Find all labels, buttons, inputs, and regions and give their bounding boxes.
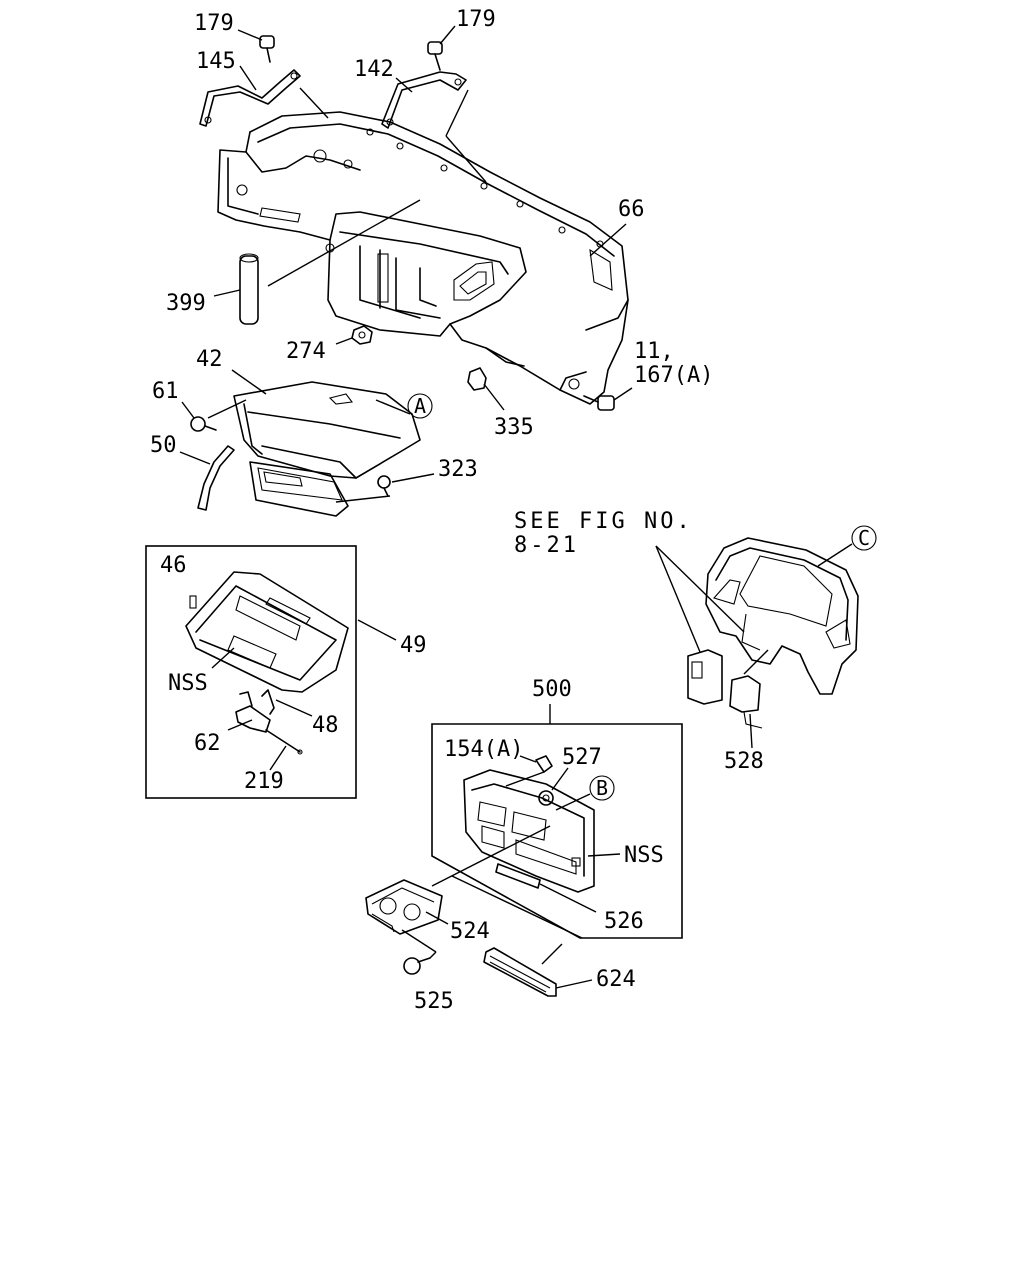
strip-624 xyxy=(483,943,593,997)
hinge-62 xyxy=(227,691,271,733)
callout-526: 526 xyxy=(604,909,644,934)
ref-marker-a: A xyxy=(407,393,433,419)
callout-61: 61 xyxy=(152,379,179,404)
callout-nss-panel: NSS xyxy=(624,843,664,868)
callout-62: 62 xyxy=(194,731,221,756)
callout-145: 145 xyxy=(196,49,236,74)
screw-61 xyxy=(181,399,247,432)
callout-335: 335 xyxy=(494,415,534,440)
glove-box-42 xyxy=(231,369,421,517)
ref-marker-b-label: B xyxy=(596,776,608,800)
callout-527: 527 xyxy=(562,745,602,770)
clip-335 xyxy=(467,367,505,411)
callout-46: 46 xyxy=(160,553,187,578)
ref-marker-b: B xyxy=(589,775,615,801)
callout-274: 274 xyxy=(286,339,326,364)
seal-strip-50 xyxy=(179,445,235,511)
panel-nss xyxy=(463,769,621,893)
nut-527 xyxy=(538,767,569,806)
switch-module xyxy=(655,545,745,705)
callout-11: 11, xyxy=(634,339,674,364)
bracket-142 xyxy=(381,71,487,183)
box-49 xyxy=(145,545,357,799)
callout-399: 399 xyxy=(166,291,206,316)
bolt-179-left xyxy=(237,29,275,63)
callout-167a: 167(A) xyxy=(634,363,713,388)
callout-219: 219 xyxy=(244,769,284,794)
callout-48: 48 xyxy=(312,713,339,738)
nut-274 xyxy=(335,325,373,345)
callout-524: 524 xyxy=(450,919,490,944)
callout-624: 624 xyxy=(596,967,636,992)
lid-49 xyxy=(185,571,397,693)
pin-219 xyxy=(265,729,303,771)
bolt-179-right xyxy=(427,25,456,71)
spring-48 xyxy=(261,689,313,717)
callout-nss-lid: NSS xyxy=(168,671,208,696)
see-fig-line2: 8-21 xyxy=(514,533,579,558)
callout-49: 49 xyxy=(400,633,427,658)
callout-323: 323 xyxy=(438,457,478,482)
bolt-167a xyxy=(583,387,633,411)
callout-142: 142 xyxy=(354,57,394,82)
tube-399 xyxy=(213,199,421,325)
box-500 xyxy=(431,723,683,939)
ref-marker-c: C xyxy=(851,525,877,551)
clip-154a xyxy=(505,755,553,787)
callout-500: 500 xyxy=(532,677,572,702)
callout-42: 42 xyxy=(196,347,223,372)
callout-179-right: 179 xyxy=(456,7,496,32)
callout-154a: 154(A) xyxy=(444,737,523,762)
ref-marker-c-label: C xyxy=(858,526,870,550)
screw-323 xyxy=(335,473,435,503)
callout-528: 528 xyxy=(724,749,764,774)
cross-member-66 xyxy=(217,111,629,405)
ref-marker-a-label: A xyxy=(414,394,426,418)
callout-66: 66 xyxy=(618,197,645,222)
see-fig-line1: SEE FIG NO. xyxy=(514,509,693,534)
bracket-145 xyxy=(199,65,329,127)
instrument-panel xyxy=(705,537,859,695)
control-524 xyxy=(365,825,551,953)
switch-528 xyxy=(729,649,769,749)
callout-50: 50 xyxy=(150,433,177,458)
strip-526 xyxy=(451,863,597,939)
callout-525: 525 xyxy=(414,989,454,1014)
screw-525 xyxy=(403,951,437,975)
callout-179-left: 179 xyxy=(194,11,234,36)
